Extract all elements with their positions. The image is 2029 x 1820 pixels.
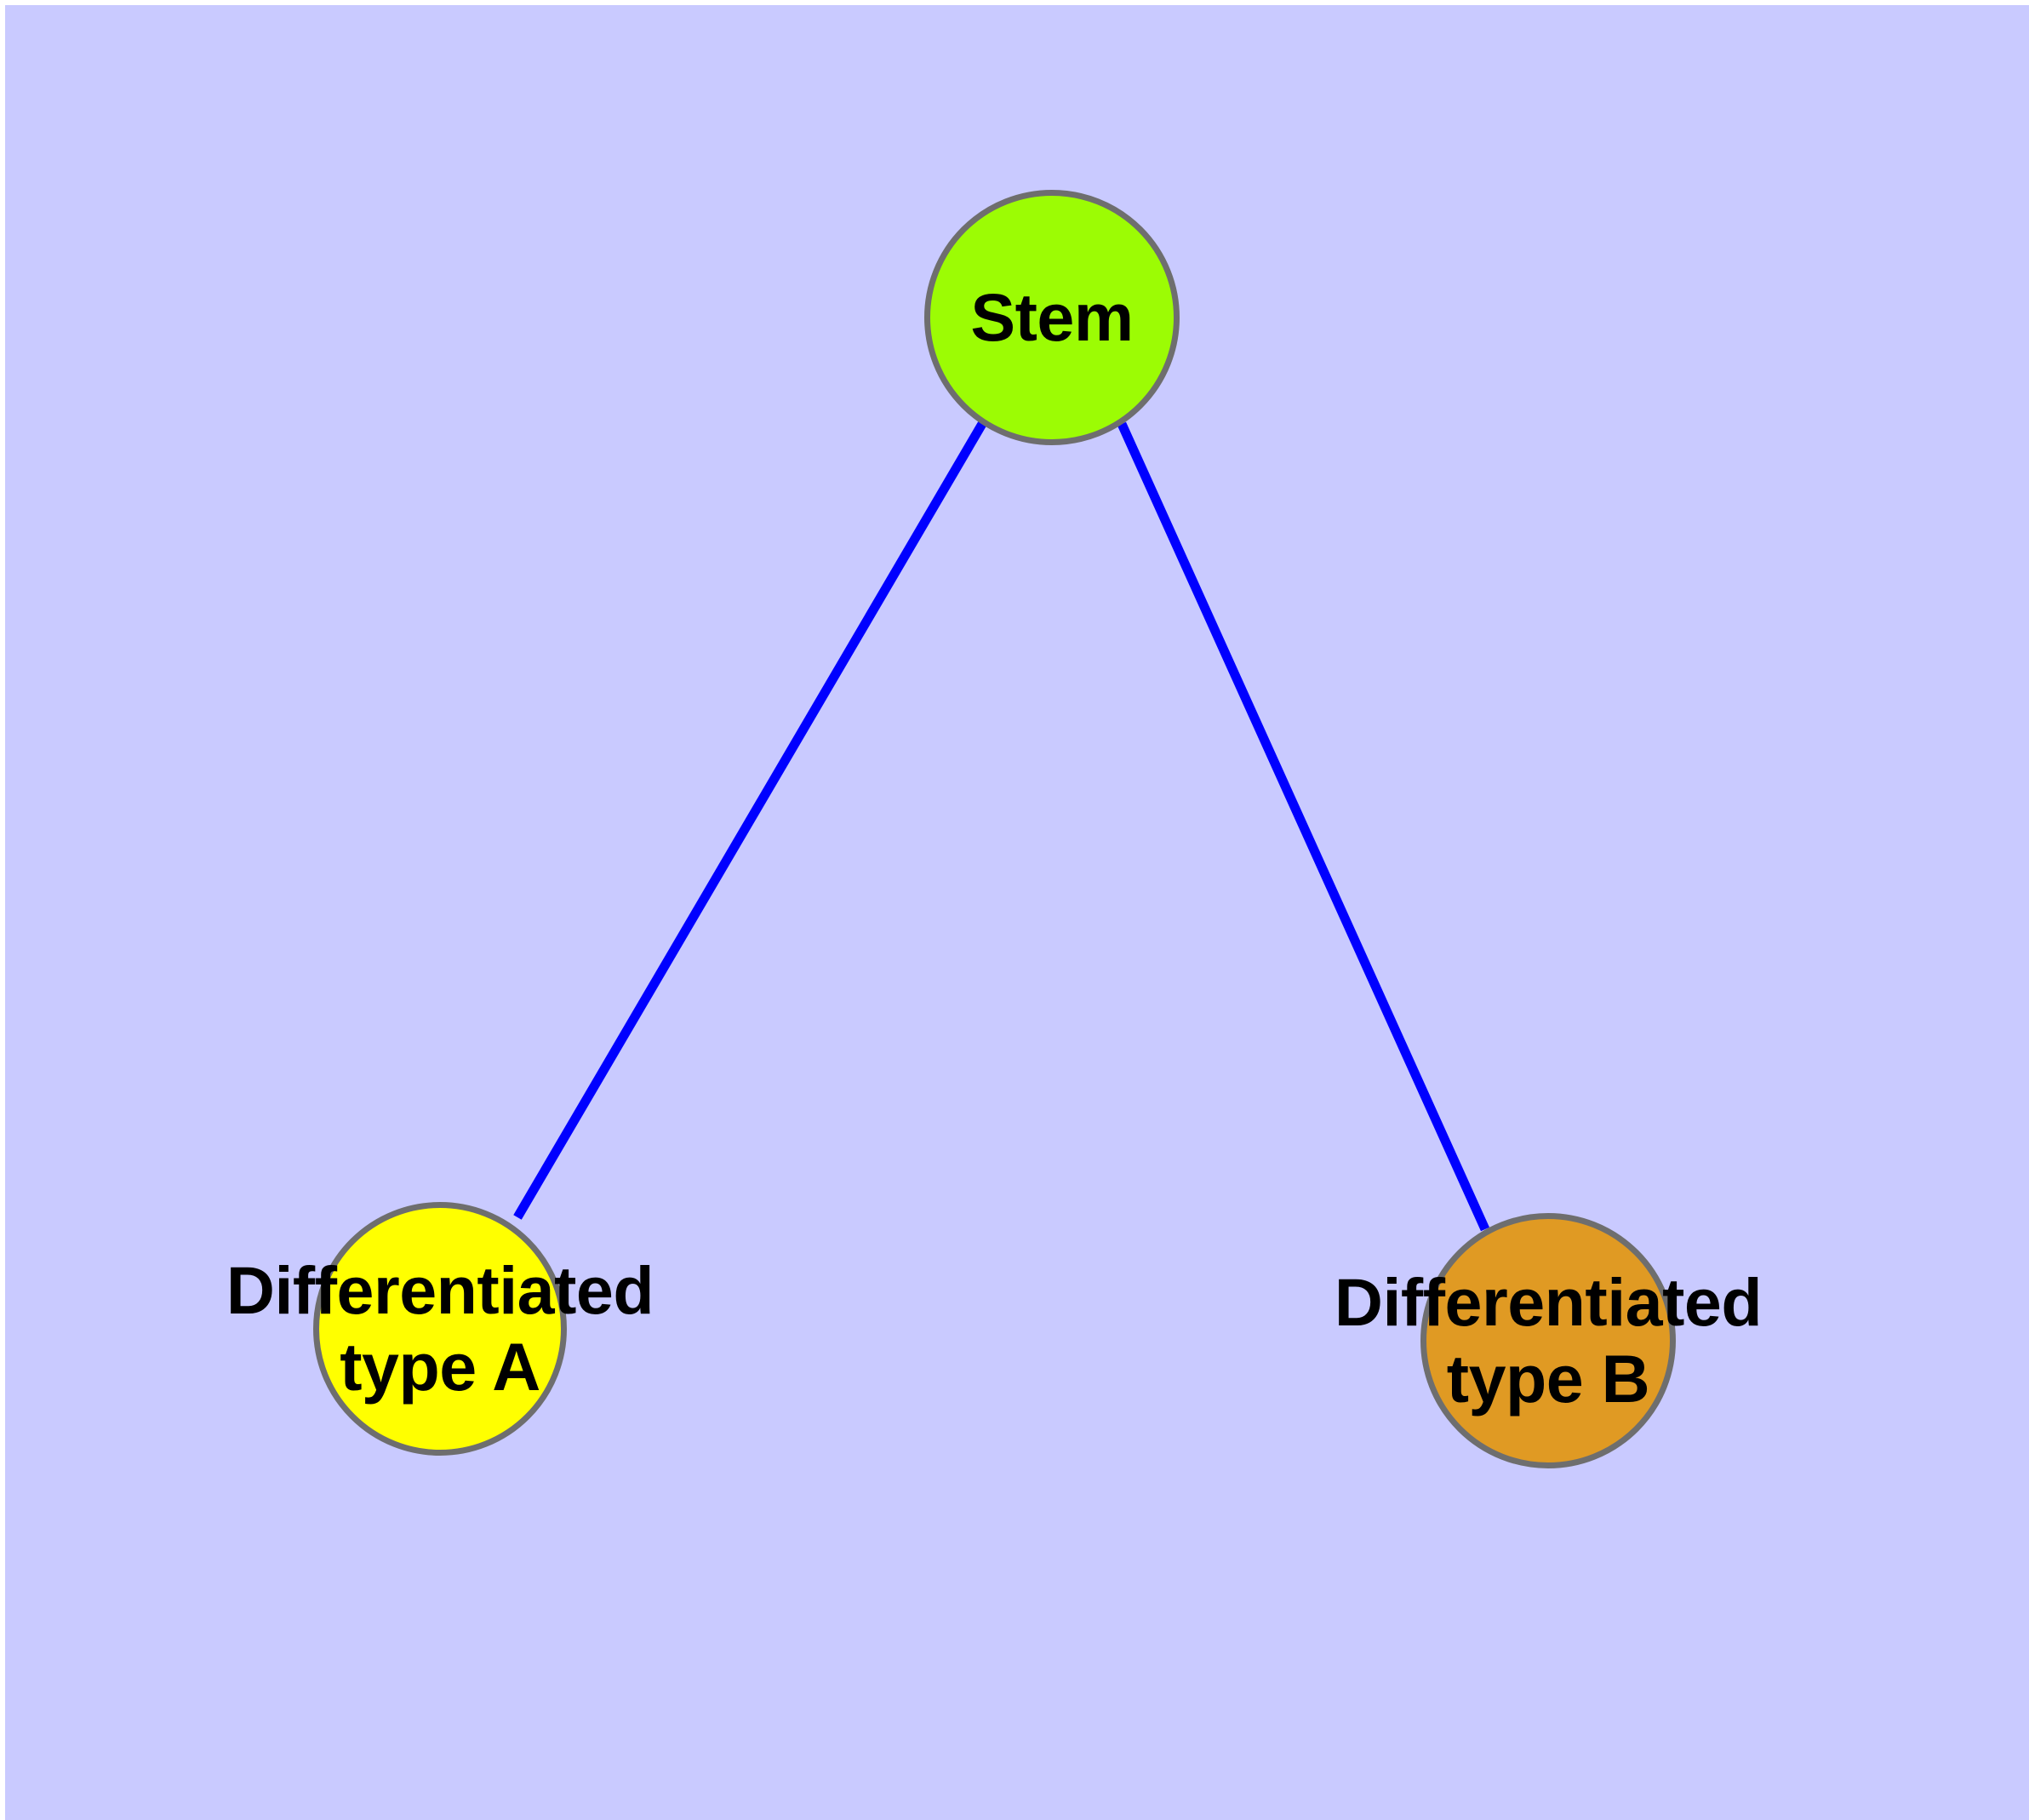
node-differentiated-type-b-circle: [1420, 1213, 1676, 1468]
edge-stem-to-differentiated-type-b: [1117, 421, 1490, 1232]
node-differentiated-type-b[interactable]: Differentiated type B: [1335, 1213, 1763, 1468]
node-stem[interactable]: Stem: [924, 190, 1180, 445]
node-stem-circle: [924, 190, 1180, 445]
node-differentiated-type-a-circle: [313, 1202, 567, 1456]
node-differentiated-type-a[interactable]: Differentiated type A: [226, 1202, 654, 1456]
edge-stem-to-differentiated-type-a: [513, 421, 986, 1220]
